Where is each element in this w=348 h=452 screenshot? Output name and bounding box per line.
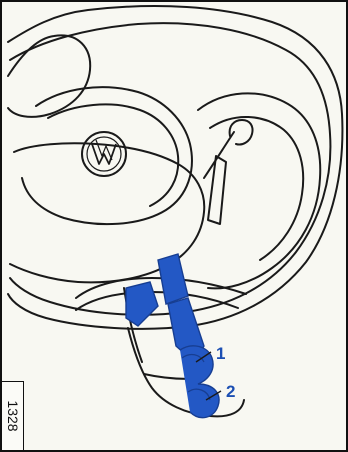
trim-panel-upper — [158, 254, 188, 304]
column-switch-stalk — [204, 132, 234, 178]
steering-column-illustration — [2, 2, 346, 450]
figure-number: 1328 — [5, 400, 21, 431]
steering-wheel-hub-left — [8, 35, 90, 117]
callout-label-one: 1 — [216, 345, 225, 362]
steering-wheel-pad — [22, 87, 192, 224]
callout-label-two: 2 — [226, 383, 235, 400]
trim-panel-bracket — [126, 282, 158, 326]
figure-number-box: 1328 — [2, 381, 24, 450]
vw-logo-icon — [82, 132, 126, 176]
